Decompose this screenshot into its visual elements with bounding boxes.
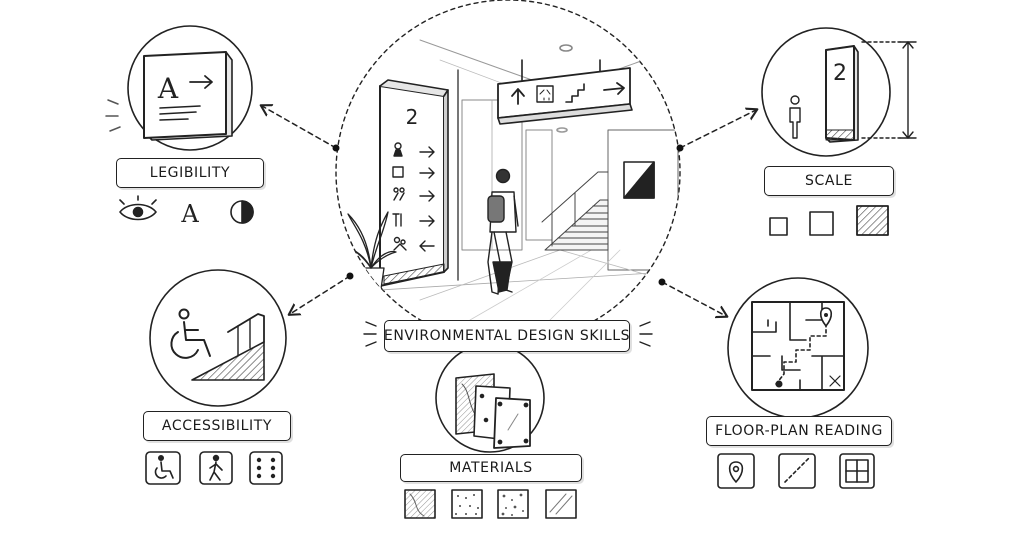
connector-dots — [332, 144, 684, 286]
eye-icon — [119, 195, 157, 221]
grid-plan-icon — [845, 459, 869, 483]
grid-plan-icon-box — [839, 453, 875, 489]
accessibility-label-text: ACCESSIBILITY — [161, 418, 273, 434]
legibility-arrow-icon — [189, 75, 213, 89]
braille-icon-box — [249, 451, 283, 485]
pylon-directory-sign: 2 — [379, 79, 449, 287]
materials-label-text: MATERIALS — [449, 460, 533, 476]
center-title-text: ENVIRONMENTAL DESIGN SKILLS — [383, 328, 631, 344]
walking-person-icon — [209, 454, 223, 481]
wheelchair-icon-box — [145, 451, 181, 485]
scale-label-text: SCALE — [805, 173, 853, 189]
legibility-sample-letter: A — [157, 72, 179, 105]
path-route-icon — [784, 457, 810, 483]
materials-module — [404, 343, 577, 519]
person-scale-icon — [789, 95, 801, 139]
right-arrow-icon — [603, 82, 625, 95]
map-pin-icon-box — [717, 453, 755, 489]
ramp-drawing — [191, 341, 265, 381]
floor-plan-drawing — [751, 301, 845, 391]
speckled-texture-swatch — [497, 489, 529, 519]
material-samples-drawing — [455, 373, 531, 449]
wood-texture-swatch — [404, 489, 436, 519]
stairs-drawing — [541, 171, 609, 251]
height-dimension-icon — [861, 41, 917, 139]
arrow-to-floor-plan — [661, 281, 726, 316]
backpack-drawing — [487, 195, 505, 223]
legibility-label-text: LEGIBILITY — [149, 165, 231, 181]
floor-plan-module — [717, 277, 875, 489]
center-title-label: ENVIRONMENTAL DESIGN SKILLS — [384, 320, 630, 352]
glass-texture-swatch — [545, 489, 577, 519]
walking-person-drawing — [487, 168, 519, 295]
accessibility-label: ACCESSIBILITY — [143, 411, 291, 441]
up-arrow-icon — [511, 88, 525, 105]
letter-a-icon: A — [180, 200, 199, 228]
path-route-icon-box — [778, 453, 816, 489]
central-corridor-scene: 2 — [335, 0, 681, 345]
braille-dots-icon — [256, 457, 276, 479]
small-square-icon — [769, 217, 788, 236]
legibility-module: A A — [105, 25, 254, 228]
floor-plan-reading-label-text: FLOOR-PLAN READING — [715, 423, 883, 439]
medium-square-icon — [809, 211, 834, 236]
scale-module: 2 — [761, 27, 917, 236]
scale-label: SCALE — [764, 166, 894, 196]
connector-arrows — [262, 106, 756, 316]
legibility-label: LEGIBILITY — [116, 158, 264, 188]
scale-sign-number: 2 — [833, 61, 847, 86]
arrow-to-scale — [679, 110, 756, 149]
handrail-drawing — [227, 313, 265, 343]
floor-plan-reading-label: FLOOR-PLAN READING — [706, 416, 892, 446]
wheelchair-icon — [154, 454, 174, 479]
stairs-icon — [565, 83, 585, 103]
arrow-to-legibility — [262, 106, 337, 149]
map-pin-icon — [728, 461, 744, 483]
contrast-icon — [230, 200, 254, 224]
pylon-number: 2 — [406, 105, 419, 129]
materials-label: MATERIALS — [400, 454, 582, 482]
center-label-accents — [363, 321, 653, 347]
elevator-icon — [536, 85, 554, 103]
central-dashed-circle — [335, 0, 681, 345]
overhead-directional-sign — [497, 59, 633, 125]
large-hatched-square-icon — [856, 205, 889, 236]
dotted-texture-swatch — [451, 489, 483, 519]
walking-person-icon-box — [199, 451, 233, 485]
arrow-to-accessibility — [290, 275, 351, 314]
wheelchair-drawing — [170, 308, 211, 359]
accessibility-module — [145, 269, 287, 485]
